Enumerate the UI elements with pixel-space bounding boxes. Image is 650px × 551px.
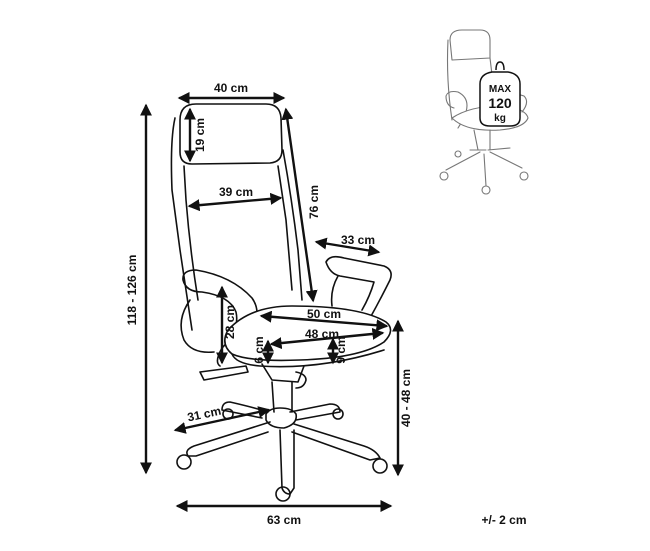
seat-mechanism: [199, 363, 307, 389]
total-height-label: 118 - 126 cm: [125, 255, 139, 326]
max-load-label: MAX: [489, 84, 512, 95]
seat-width-arrow: [259, 310, 389, 332]
armrest-depth-arrow: [314, 237, 381, 257]
backrest-width-arrow: [187, 192, 283, 212]
max-load-value: 120: [488, 95, 512, 111]
tolerance-label: +/- 2 cm: [481, 513, 526, 527]
star-base: [186, 401, 381, 495]
base-width-label: 63 cm: [267, 513, 301, 527]
headrest-width-label: 40 cm: [214, 81, 248, 95]
max-load-weight-icon: MAX 120 kg: [479, 61, 521, 127]
base-radius-arrow: [173, 406, 271, 434]
armrest-thickness-label: 6 cm: [252, 336, 266, 363]
armrest-depth-label: 33 cm: [341, 233, 375, 247]
max-load-unit: kg: [494, 113, 506, 124]
backrest-width-label: 39 cm: [219, 185, 253, 199]
backrest-height-arrow: [281, 107, 318, 303]
armrest-height-label: 28 cm: [223, 305, 237, 339]
seat-depth-label: 48 cm: [305, 327, 339, 341]
seat-thickness-label: 9 cm: [334, 336, 348, 363]
gas-cylinder: [271, 381, 293, 413]
right-armrest: [325, 255, 392, 319]
base-radius-label: 31 cm: [186, 404, 222, 425]
thumbnail-chair: MAX 120 kg: [439, 29, 529, 195]
dimension-arrows: [140, 92, 404, 512]
backrest-height-label: 76 cm: [307, 185, 321, 219]
seat-height-label: 40 - 48 cm: [399, 369, 413, 427]
left-armrest-support: [180, 299, 215, 354]
dimension-labels: 40 cm 19 cm 39 cm 76 cm 118 - 126 cm 33 …: [125, 81, 527, 527]
seat-width-label: 50 cm: [307, 307, 341, 321]
main-chair-drawing: [170, 103, 392, 502]
seat-edge: [231, 349, 385, 368]
headrest-height-label: 19 cm: [193, 118, 207, 152]
